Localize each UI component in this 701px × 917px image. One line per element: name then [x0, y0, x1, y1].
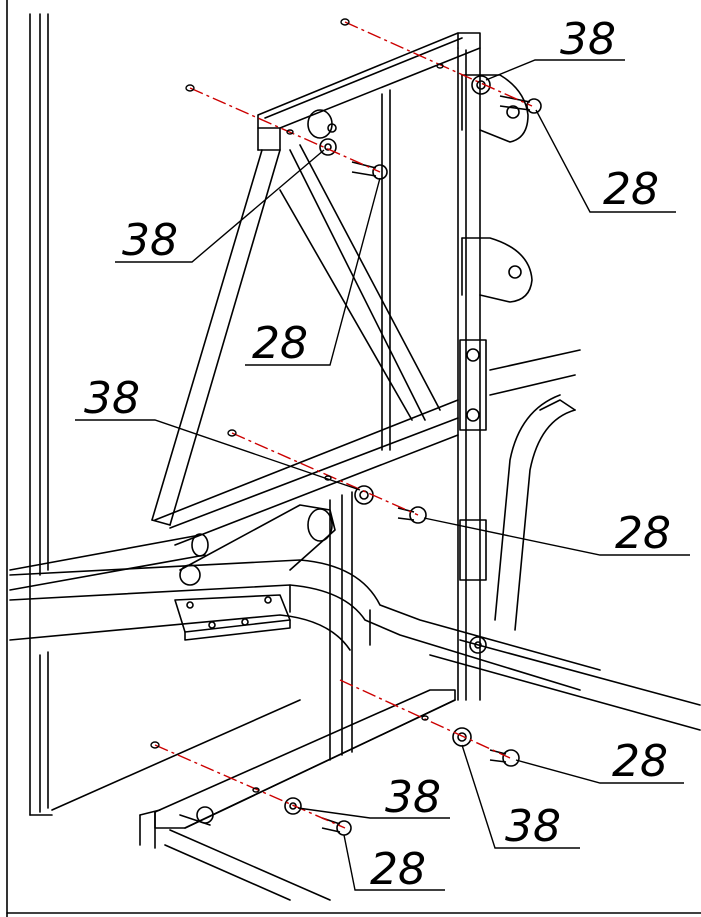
pin-top-left: [307, 109, 337, 139]
leader-c2: [535, 109, 676, 213]
bolt-lower-right: [489, 749, 520, 767]
callout-c4: 28: [252, 318, 308, 369]
leader-c6: [423, 517, 690, 556]
lower-bracket-plate: [459, 339, 487, 581]
upper-bracket: [461, 74, 529, 143]
hinge-plate: [174, 594, 291, 641]
callout-c8: 38: [385, 772, 441, 823]
left-strut: [151, 149, 281, 526]
axis-line-5: [339, 679, 511, 759]
bolt-top-right: [499, 95, 542, 114]
leader-c4: [245, 177, 381, 366]
callout-c5: 38: [84, 373, 140, 424]
callout-c10: 28: [370, 844, 426, 895]
callout-c1: 38: [560, 14, 616, 65]
axis-line-2: [189, 87, 381, 173]
leader-c3: [115, 149, 325, 263]
leader-c8: [297, 807, 450, 819]
lower-curved-frame: [9, 559, 701, 731]
axis-line-4: [154, 744, 346, 829]
leader-c7: [515, 759, 684, 784]
middle-beam: [154, 399, 459, 546]
bottom-crossbar: [139, 689, 456, 901]
callout-c7: 28: [612, 736, 668, 787]
callout-c9: 38: [505, 801, 561, 852]
callout-c6: 28: [615, 508, 671, 559]
right-post: [457, 47, 481, 701]
washer-lower-right: [452, 727, 472, 747]
callout-c2: 28: [603, 164, 659, 215]
side-rail: [489, 349, 581, 631]
leader-c1: [485, 59, 625, 81]
washer-top-right: [471, 75, 491, 95]
back-panel: [29, 13, 391, 816]
callout-c3: 38: [122, 215, 178, 266]
leader-c10: [343, 834, 445, 891]
middle-bracket: [461, 237, 533, 303]
leader-c9: [461, 744, 580, 849]
washer-top-left: [319, 138, 337, 156]
lower-posts: [329, 491, 353, 761]
triangle-brace: [279, 144, 441, 421]
axis-line-3: [231, 432, 419, 516]
bolt-middle: [397, 506, 427, 524]
leader-c5: [75, 419, 361, 491]
rail-bolt: [469, 636, 487, 654]
